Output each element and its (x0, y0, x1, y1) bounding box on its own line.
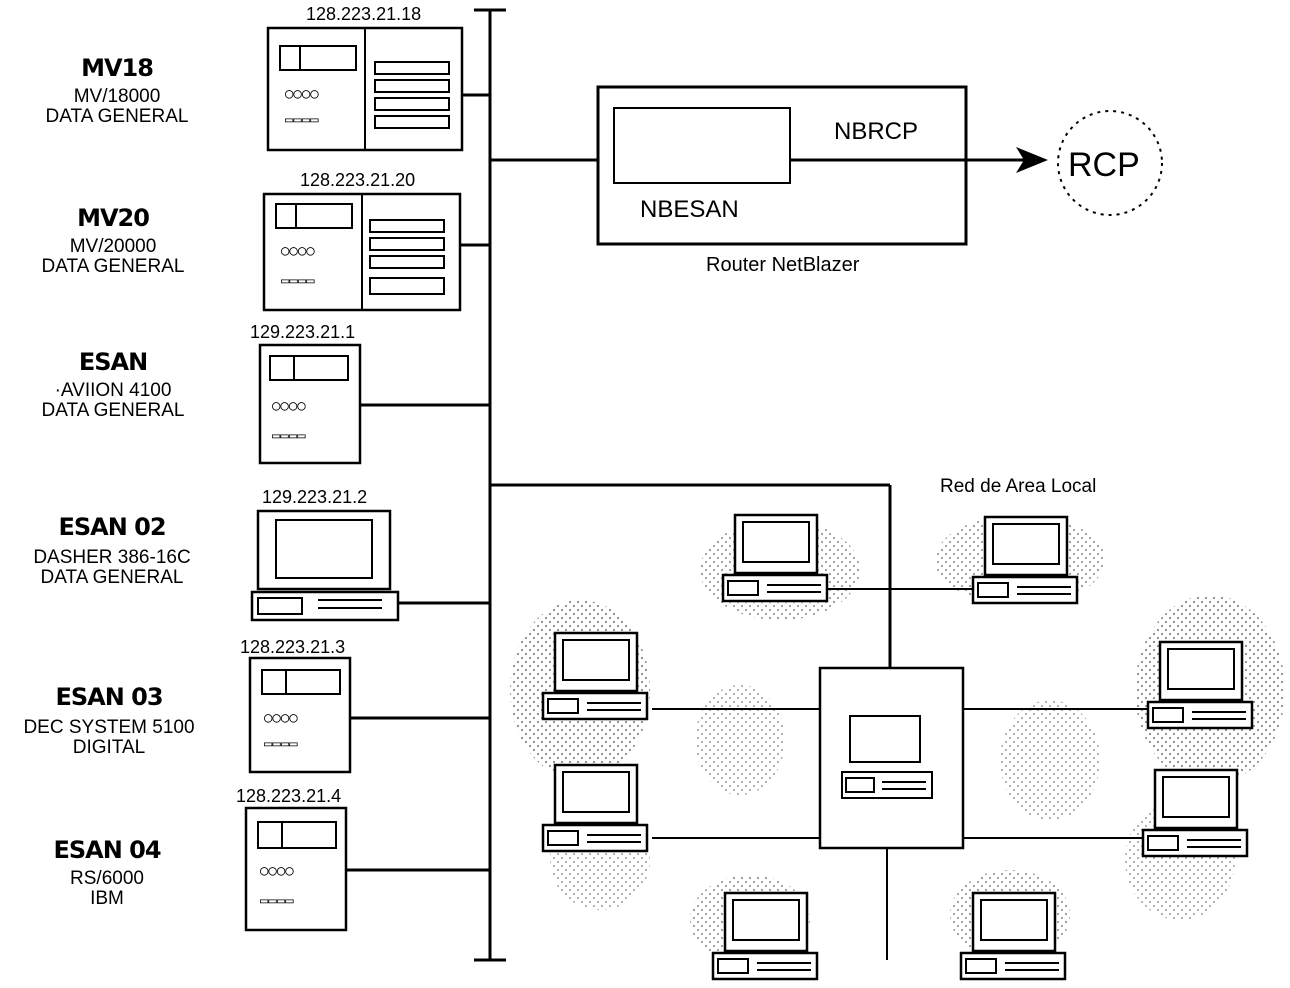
host-esan03-ip: 128.223.21.3 (240, 637, 345, 658)
host-esan03-device: ○○○○ ▭▭▭▭ (250, 658, 350, 772)
host-esan02-ip: 129.223.21.2 (262, 487, 367, 508)
host-name: MV20 (18, 206, 208, 231)
host-mv20-label: MV20 MV/20000 DATA GENERAL (18, 206, 208, 277)
svg-text:▭▭▭▭: ▭▭▭▭ (272, 428, 306, 444)
svg-text:▭▭▭▭: ▭▭▭▭ (260, 893, 294, 909)
host-name: ESAN 04 (12, 838, 202, 863)
lan-workstation (713, 893, 817, 979)
host-model: MV/18000 (22, 87, 212, 107)
lan-workstation (543, 765, 647, 851)
lan-workstation (973, 517, 1077, 603)
host-model: MV/20000 (18, 237, 208, 257)
host-esan04-device: ○○○○ ▭▭▭▭ (246, 808, 346, 930)
host-esan04-label: ESAN 04 RS/6000 IBM (12, 838, 202, 909)
host-vendor: DIGITAL (4, 738, 214, 758)
router-caption: Router NetBlazer (706, 254, 859, 277)
svg-text:▭▭▭▭: ▭▭▭▭ (281, 273, 315, 289)
svg-text:○○○○: ○○○○ (281, 243, 315, 259)
host-vendor: DATA GENERAL (18, 401, 208, 421)
host-esan-ip: 129.223.21.1 (250, 322, 355, 343)
host-esan04-ip: 128.223.21.4 (236, 786, 341, 807)
host-mv20-ip: 128.223.21.20 (300, 170, 415, 191)
lan-workstation (1148, 642, 1252, 728)
host-name: ESAN 03 (4, 685, 214, 710)
host-vendor: DATA GENERAL (18, 257, 208, 277)
host-vendor: DATA GENERAL (22, 107, 212, 127)
host-name: ESAN (18, 350, 208, 375)
host-model: ·AVIION 4100 (18, 381, 208, 401)
host-esan02-label: ESAN 02 DASHER 386-16C DATA GENERAL (14, 515, 210, 588)
svg-text:▭▭▭▭: ▭▭▭▭ (285, 112, 319, 128)
lan-workstation (1143, 770, 1247, 856)
svg-text:○○○○: ○○○○ (260, 863, 294, 879)
svg-text:▭▭▭▭: ▭▭▭▭ (264, 736, 298, 752)
host-vendor: IBM (12, 889, 202, 909)
host-mv18-label: MV18 MV/18000 DATA GENERAL (22, 56, 212, 127)
svg-text:○○○○: ○○○○ (285, 86, 319, 102)
lan-workstation (543, 633, 647, 719)
svg-text:○○○○: ○○○○ (264, 710, 298, 726)
host-esan-device: ○○○○ ▭▭▭▭ (260, 345, 360, 463)
host-model: RS/6000 (12, 869, 202, 889)
host-mv18-device: ○○○○ ▭▭▭▭ (268, 28, 462, 150)
host-vendor: DATA GENERAL (14, 568, 210, 588)
host-mv18-ip: 128.223.21.18 (306, 4, 421, 25)
svg-text:○○○○: ○○○○ (272, 398, 306, 414)
host-name: MV18 (22, 56, 212, 81)
host-model: DEC SYSTEM 5100 (4, 718, 214, 738)
remote-rcp-label: RCP (1068, 146, 1140, 185)
host-mv20-device: ○○○○ ▭▭▭▭ (264, 194, 460, 310)
router-inner-label: NBESAN (640, 196, 739, 224)
host-model: DASHER 386-16C (14, 548, 210, 568)
router-link-label: NBRCP (834, 118, 918, 146)
lan-workstation (961, 893, 1065, 979)
host-name: ESAN 02 (14, 515, 210, 540)
lan-server (820, 668, 963, 848)
lan-workstation (723, 515, 827, 601)
host-esan03-label: ESAN 03 DEC SYSTEM 5100 DIGITAL (4, 685, 214, 758)
host-esan-label: ESAN ·AVIION 4100 DATA GENERAL (18, 350, 208, 421)
lan-label: Red de Area Local (940, 476, 1096, 498)
host-esan02-device (252, 511, 398, 620)
